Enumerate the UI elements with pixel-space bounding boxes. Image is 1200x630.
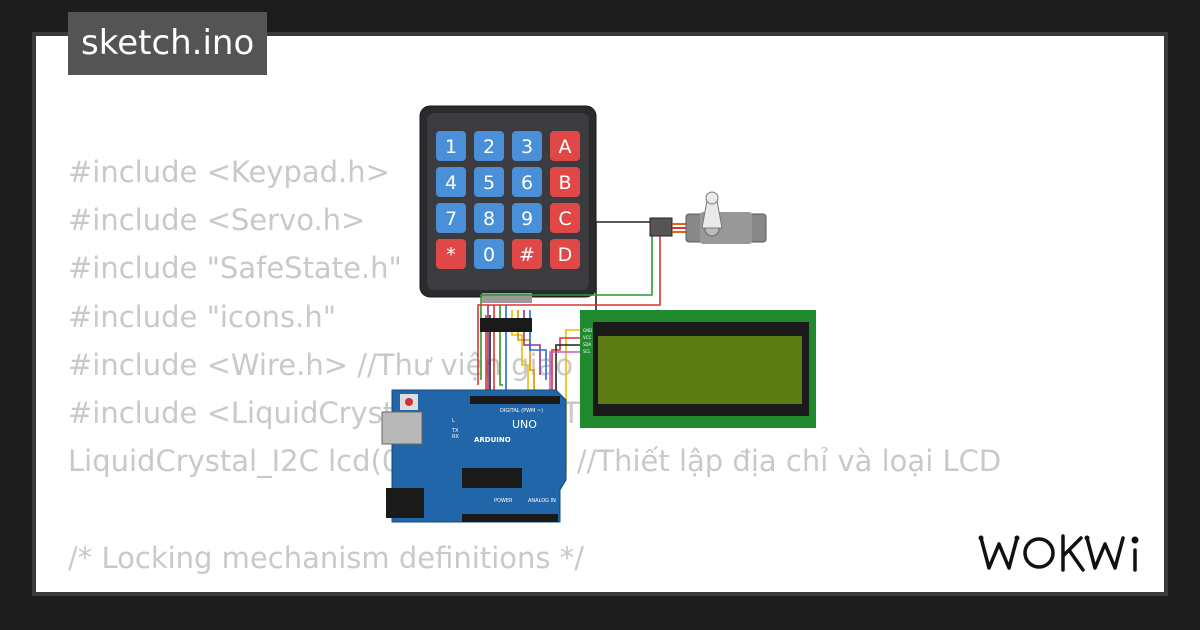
keypad-key: 8 — [474, 203, 504, 233]
lcd-display: GND VCC SDA SCL — [580, 310, 816, 428]
keypad-key: * — [436, 239, 466, 269]
keypad-keys: 1 2 3 A 4 5 6 B 7 8 9 C * 0 # D — [436, 131, 580, 269]
svg-text:2: 2 — [483, 136, 495, 158]
svg-text:1: 1 — [445, 136, 457, 158]
keypad: 1 2 3 A 4 5 6 B 7 8 9 C * 0 # D — [419, 105, 597, 303]
atmega-chip — [462, 468, 522, 488]
svg-text:#: # — [519, 244, 535, 266]
svg-text:POWER: POWER — [494, 498, 513, 504]
code-line: #include <Servo.h> — [68, 203, 366, 238]
keypad-key: 9 — [512, 203, 542, 233]
code-line: #include <Wire.h> //Thư viện giao — [68, 347, 574, 382]
keypad-key: 5 — [474, 167, 504, 197]
svg-text:ANALOG IN: ANALOG IN — [528, 498, 556, 504]
svg-text:RX: RX — [452, 434, 459, 440]
code-line: /* Locking mechanism definitions */ — [68, 540, 584, 575]
svg-text:D: D — [558, 244, 573, 266]
code-line: #define SERVO_PIN 11 — [68, 582, 1001, 592]
svg-text:UNO: UNO — [512, 418, 537, 431]
svg-text:6: 6 — [521, 172, 533, 194]
svg-text:*: * — [446, 244, 456, 266]
reset-button — [405, 398, 413, 406]
keypad-key: # — [512, 239, 542, 269]
svg-text:3: 3 — [521, 136, 533, 158]
keypad-key: 2 — [474, 131, 504, 161]
svg-text:B: B — [558, 172, 571, 194]
keypad-key: 1 — [436, 131, 466, 161]
svg-text:8: 8 — [483, 208, 495, 230]
keypad-key: 0 — [474, 239, 504, 269]
code-line: #include "icons.h" — [68, 299, 337, 334]
header-block — [480, 318, 532, 332]
keypad-key: 4 — [436, 167, 466, 197]
keypad-key: 3 — [512, 131, 542, 161]
power-jack — [386, 488, 424, 518]
svg-text:C: C — [558, 208, 571, 230]
svg-text:TX: TX — [451, 428, 459, 434]
code-line: #include <Keypad.h> — [68, 155, 390, 189]
svg-text:ARDUINO: ARDUINO — [474, 436, 511, 444]
keypad-key: B — [550, 167, 580, 197]
servo — [649, 191, 767, 244]
svg-text:A: A — [559, 136, 572, 158]
svg-text:7: 7 — [445, 208, 457, 230]
usb-port — [381, 411, 423, 445]
lcd-pin-label: VCC — [583, 335, 592, 340]
sketch-title: sketch.ino — [68, 12, 268, 75]
svg-text:0: 0 — [483, 244, 495, 266]
keypad-key: 6 — [512, 167, 542, 197]
lcd-pin-label: SDA — [583, 342, 592, 347]
svg-text:L: L — [452, 418, 455, 424]
keypad-key: 7 — [436, 203, 466, 233]
svg-text:5: 5 — [483, 172, 495, 194]
wokwi-logo — [978, 534, 1139, 572]
svg-text:DIGITAL (PWM ~): DIGITAL (PWM ~) — [500, 408, 543, 414]
svg-text:9: 9 — [521, 208, 533, 230]
keypad-key: A — [550, 131, 580, 161]
lcd-pin-label: SCL — [583, 349, 591, 354]
keypad-key: C — [550, 203, 580, 233]
arduino-uno: DIGITAL (PWM ~) ARDUINO UNO POWER ANALOG… — [381, 389, 567, 523]
svg-text:4: 4 — [445, 172, 457, 194]
lcd-pin-label: GND — [583, 328, 592, 333]
keypad-key: D — [550, 239, 580, 269]
code-line: #include "SafeState.h" — [68, 251, 402, 286]
